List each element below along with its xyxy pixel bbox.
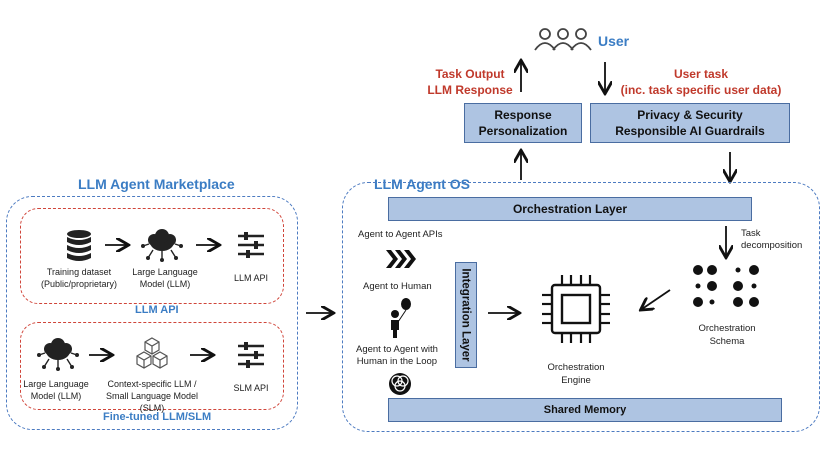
os-container [342, 182, 820, 432]
agent-loop-line1: Agent to Agent with [356, 344, 438, 355]
schema-dots-icon [692, 264, 766, 312]
schema-line1: Orchestration [698, 323, 756, 334]
agent-apis-label: Agent to Agent APIs [358, 229, 443, 240]
schema-label: Orchestration Schema [687, 322, 767, 348]
engine-label: Orchestration Engine [536, 361, 616, 387]
llm-row2-line1: Large Language [23, 379, 89, 389]
venn-icon [388, 372, 412, 396]
marketplace-container [6, 196, 298, 430]
llm-api-title: LLM API [135, 304, 179, 316]
task-output-line1: Task Output [435, 67, 505, 81]
training-line2: (Public/proprietary) [40, 279, 118, 289]
response-line1: Response [494, 108, 552, 122]
marketplace-title: LLM Agent Marketplace [78, 176, 235, 192]
training-dataset-label: Training dataset (Public/proprietary) [34, 266, 124, 290]
response-line2: Personalization [478, 124, 568, 138]
processor-chip-icon [540, 273, 612, 345]
engine-line2: Engine [561, 375, 591, 386]
integration-layer-bar: Integration Layer [455, 262, 477, 368]
sliders-icon-2 [236, 340, 266, 370]
agent-human-label: Agent to Human [363, 281, 432, 292]
database-icon [64, 229, 94, 263]
users-icon [533, 26, 593, 56]
llm-label-row2: Large Language Model (LLM) [16, 378, 96, 402]
user-task-label: User task (inc. task specific user data) [616, 66, 786, 98]
user-label: User [598, 33, 630, 49]
task-output-line2: LLM Response [427, 83, 513, 97]
response-personalization-box: Response Personalization [464, 103, 582, 143]
user-task-line2: (inc. task specific user data) [620, 83, 782, 97]
engine-line1: Orchestration [547, 362, 605, 373]
slm-line2: Small Language Model (SLM) [105, 391, 199, 413]
privacy-line2: Responsible AI Guardrails [615, 124, 765, 138]
finetuned-container [20, 322, 284, 410]
llm-api-label: LLM API [233, 273, 269, 283]
os-title: LLM Agent OS [374, 176, 470, 192]
slm-api-label: SLM API [233, 383, 269, 393]
llm-label-row1: Large Language Model (LLM) [125, 266, 205, 290]
schema-line2: Schema [709, 336, 745, 347]
agent-loop-label: Agent to Agent with Human in the Loop [356, 344, 438, 368]
task-decomp-line2: decomposition [741, 240, 803, 251]
shared-memory-bar: Shared Memory [388, 398, 782, 422]
llm-row2-line2: Model (LLM) [30, 391, 82, 401]
slm-line1: Context-specific LLM / [107, 379, 197, 389]
agent-loop-line2: Human in the Loop [356, 356, 438, 367]
task-output-label: Task Output LLM Response [415, 66, 525, 98]
training-line1: Training dataset [46, 267, 112, 277]
integration-layer-label: Integration Layer [460, 268, 472, 362]
llm-api-container [20, 208, 284, 304]
llm-row1-line1: Large Language [132, 267, 198, 277]
person-balloon-icon [385, 298, 413, 338]
sliders-icon [236, 230, 266, 260]
privacy-line1: Privacy & Security [637, 108, 743, 122]
chevrons-icon [386, 250, 416, 268]
brain-cloud-icon-2 [37, 337, 79, 371]
user-task-line1: User task [673, 67, 729, 81]
llm-row1-line2: Model (LLM) [139, 279, 191, 289]
slm-label: Context-specific LLM / Small Language Mo… [96, 378, 208, 414]
brain-cloud-icon [141, 228, 183, 262]
cubes-icon [134, 336, 170, 370]
orchestration-layer-bar: Orchestration Layer [388, 197, 752, 221]
task-decomp-line1: Task [741, 228, 761, 239]
finetuned-title: Fine-tuned LLM/SLM [103, 411, 212, 423]
privacy-security-box: Privacy & Security Responsible AI Guardr… [590, 103, 790, 143]
task-decomp-label: Task decomposition [741, 228, 802, 252]
